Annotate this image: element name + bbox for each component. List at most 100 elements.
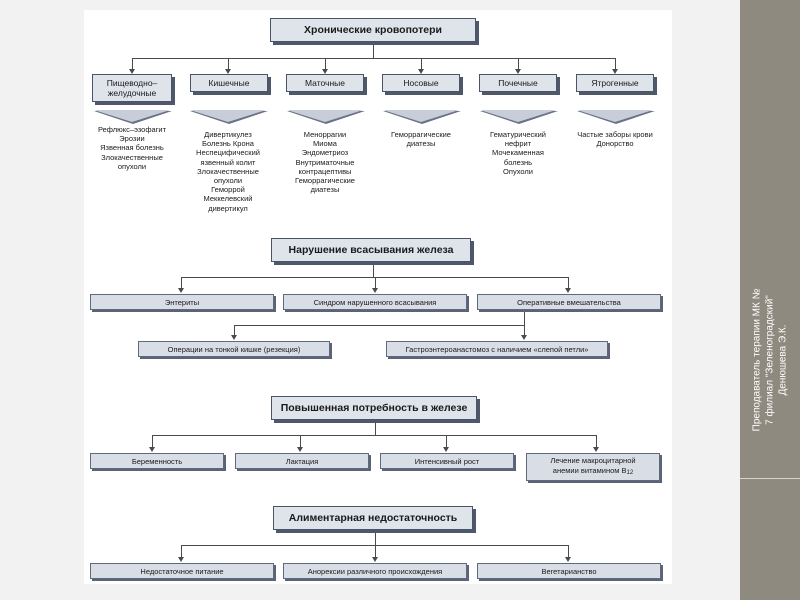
- description-line: Злокачественные: [101, 152, 163, 162]
- description-line: Дивертикулез: [204, 130, 252, 139]
- connector-line: [181, 277, 182, 288]
- connector-line: [375, 277, 376, 288]
- arrow-head: [322, 69, 328, 74]
- category-label: Ятрогенные: [591, 78, 639, 88]
- triangle-marker: [383, 110, 459, 122]
- triangle-marker: [577, 110, 653, 122]
- item-label: Анорексии различного происхождения: [307, 566, 443, 576]
- triangle-marker: [94, 110, 170, 122]
- arrow-head: [565, 288, 571, 293]
- item-small-intestine-surgery: Операции на тонкой кишке (резекция): [138, 341, 330, 357]
- connector-line: [524, 325, 525, 335]
- category-intestinal: Кишечные: [190, 74, 268, 92]
- connector-line: [596, 435, 597, 447]
- item-label: Синдром нарушенного всасывания: [313, 297, 437, 307]
- triangle-marker: [287, 110, 363, 122]
- description-line: Рефлюкс–эзофагит: [97, 125, 167, 134]
- description-line: опухоли: [213, 176, 243, 186]
- arrow-head: [231, 335, 237, 340]
- description-nasal: Геморрагические диатезы: [373, 130, 469, 148]
- arrow-head: [418, 69, 424, 74]
- description-line: Неспецифический: [196, 148, 260, 158]
- item-label: Беременность: [131, 456, 183, 466]
- category-esophageal-gastric: Пищеводно–желудочные: [92, 74, 172, 102]
- item-pregnancy: Беременность: [90, 453, 224, 469]
- item-label-multiline: Лечение макроцитарной анемии витамином B…: [550, 456, 635, 478]
- connector-line: [568, 545, 569, 557]
- connector-line: [615, 58, 616, 70]
- item-intensive-growth: Интенсивный рост: [380, 453, 514, 469]
- arrow-head: [297, 447, 303, 452]
- description-line: Частые заборы крови: [577, 130, 653, 139]
- description-line: Язвенная болезнь: [100, 143, 164, 153]
- description-renal: Гематурический нефрит Мочекаменная болез…: [470, 130, 566, 176]
- item-label-line-1: Лечение макроцитарной: [550, 456, 636, 465]
- description-line: нефрит: [504, 139, 532, 149]
- causes-diagram: Хронические кровопотери Пищеводно–желудо…: [84, 10, 672, 584]
- arrow-head: [521, 335, 527, 340]
- item-label: Лактация: [285, 456, 319, 466]
- arrow-head: [129, 69, 135, 74]
- connector-line: [132, 58, 615, 59]
- arrow-head: [372, 557, 378, 562]
- sidebar-panel: [740, 0, 800, 600]
- connector-line: [132, 58, 133, 70]
- description-line: Внутриматочные: [295, 157, 355, 167]
- connector-line: [568, 277, 569, 288]
- connector-line: [181, 545, 182, 557]
- category-nasal: Носовые: [382, 74, 460, 92]
- description-line: Гематурический: [490, 130, 546, 139]
- item-label: Энтериты: [164, 297, 200, 307]
- description-line: Донорство: [596, 139, 634, 149]
- triangle-marker: [480, 110, 556, 122]
- vitamin-subscript: 12: [626, 470, 634, 476]
- connector-line: [152, 435, 153, 447]
- category-label: Носовые: [403, 78, 439, 88]
- connector-line: [518, 58, 519, 70]
- header-chronic-blood-loss-text: Хронические кровопотери: [304, 24, 442, 36]
- sidebar-divider: [740, 478, 800, 479]
- description-line: Геморрагические: [391, 130, 451, 139]
- description-line: Геморрой: [211, 185, 245, 195]
- header-iron-absorption: Нарушение всасывания железа: [271, 238, 471, 262]
- item-label: Недостаточное питание: [140, 566, 224, 576]
- item-lactation: Лактация: [235, 453, 369, 469]
- connector-line: [375, 423, 376, 435]
- header-increased-iron-need-text: Повышенная потребность в железе: [280, 402, 468, 414]
- connector-line: [234, 325, 524, 326]
- header-iron-absorption-text: Нарушение всасывания железа: [288, 244, 454, 256]
- connector-line: [375, 545, 376, 557]
- header-alimentary-insufficiency: Алиментарная недостаточность: [273, 506, 473, 530]
- connector-line: [325, 58, 326, 70]
- arrow-head: [178, 557, 184, 562]
- description-uterine: Меноррагии Миома Эндометриоз Внутриматоч…: [277, 130, 373, 194]
- connector-line: [421, 58, 422, 70]
- connector-line: [524, 312, 525, 325]
- item-gastroenteroanastomosis: Гастроэнтероанастомоз с наличием «слепой…: [386, 341, 608, 357]
- arrow-head: [612, 69, 618, 74]
- description-line: Меккелевский: [203, 194, 253, 204]
- item-label-line-2: анемии витамином B: [552, 466, 627, 475]
- category-iatrogenic: Ятрогенные: [576, 74, 654, 92]
- item-label: Оперативные вмешательства: [517, 297, 621, 307]
- item-label: Операции на тонкой кишке (резекция): [167, 344, 301, 354]
- credit-line-1: Преподаватель терапии МК №: [751, 288, 763, 432]
- item-insufficient-nutrition: Недостаточное питание: [90, 563, 274, 579]
- header-increased-iron-need: Повышенная потребность в железе: [271, 396, 477, 420]
- category-renal: Почечные: [479, 74, 557, 92]
- description-line: Эрозии: [119, 134, 145, 144]
- description-line: дивертикул: [208, 203, 248, 213]
- connector-line: [375, 533, 376, 545]
- item-vegetarianism: Вегетарианство: [477, 563, 661, 579]
- header-alimentary-insufficiency-text: Алиментарная недостаточность: [288, 512, 458, 524]
- description-line: Миома: [313, 139, 337, 149]
- item-b12-anemia-treatment: Лечение макроцитарной анемии витамином B…: [526, 453, 660, 481]
- connector-line: [234, 325, 235, 335]
- arrow-head: [443, 447, 449, 452]
- item-anorexia: Анорексии различного происхождения: [283, 563, 467, 579]
- credit-line-2: 7 филиал "Зеленоградский": [764, 295, 776, 425]
- connector-line: [300, 435, 301, 447]
- author-credit: Преподаватель терапии МК № 7 филиал "Зел…: [751, 230, 790, 490]
- item-enteritis: Энтериты: [90, 294, 274, 310]
- credit-line-3: Денюшева Э.К.: [777, 324, 789, 396]
